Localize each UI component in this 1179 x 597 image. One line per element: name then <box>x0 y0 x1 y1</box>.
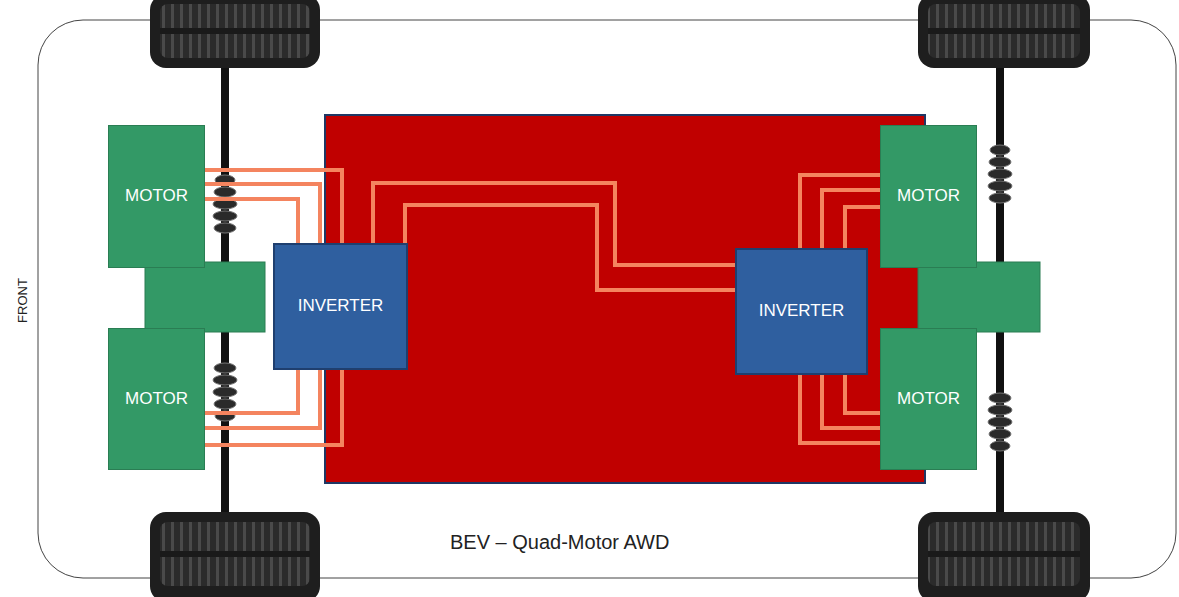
motor-box: MOTOR <box>108 125 205 268</box>
component-label: MOTOR <box>125 186 188 206</box>
component-label: MOTOR <box>897 389 960 409</box>
tire <box>918 0 1090 68</box>
component-label: MOTOR <box>125 389 188 409</box>
power-cable <box>405 205 735 290</box>
vehicle-outline <box>38 20 1176 578</box>
power-cable <box>205 199 298 243</box>
power-cable <box>205 370 298 413</box>
power-cable <box>800 175 880 248</box>
component-label: INVERTER <box>298 296 384 316</box>
power-cable <box>205 170 342 243</box>
inverter-box: INVERTER <box>273 243 408 370</box>
power-cable <box>205 370 320 428</box>
tire <box>150 512 320 597</box>
power-cable <box>205 370 342 445</box>
motor-box: MOTOR <box>880 328 977 470</box>
gearbox <box>145 262 265 332</box>
power-cable <box>373 183 735 265</box>
motor-box: MOTOR <box>108 328 205 470</box>
direction-label: FRONT <box>15 278 30 323</box>
tire <box>150 0 320 68</box>
battery-pack <box>325 115 925 483</box>
component-label: MOTOR <box>897 186 960 206</box>
diagram-title: BEV – Quad-Motor AWD <box>450 531 669 554</box>
power-cable <box>822 190 880 248</box>
power-cable <box>205 184 320 243</box>
power-cable <box>845 207 880 248</box>
power-cable <box>845 375 880 413</box>
power-cable <box>822 375 880 428</box>
tire <box>918 512 1090 597</box>
component-label: INVERTER <box>759 301 845 321</box>
inverter-box: INVERTER <box>735 248 868 375</box>
power-cable <box>800 375 880 443</box>
gearbox <box>918 262 1040 332</box>
motor-box: MOTOR <box>880 125 977 268</box>
